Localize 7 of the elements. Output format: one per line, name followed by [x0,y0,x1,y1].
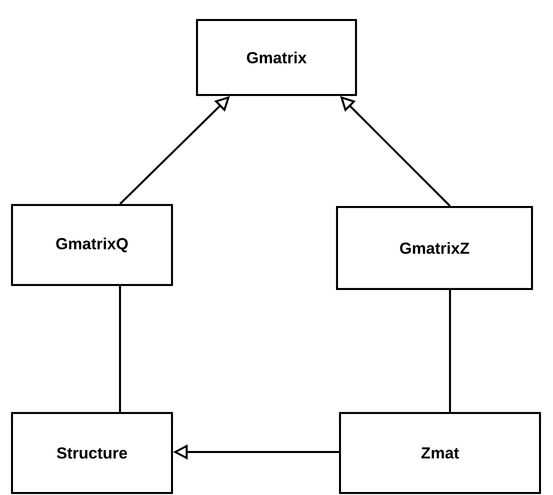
association-line [119,286,121,412]
class-box: Gmatrix [196,19,357,96]
class-box: GmatrixQ [11,204,173,286]
association-line [449,290,451,412]
class-box: Zmat [339,412,541,494]
class-box: GmatrixZ [336,206,533,290]
class-box: Structure [11,412,173,494]
